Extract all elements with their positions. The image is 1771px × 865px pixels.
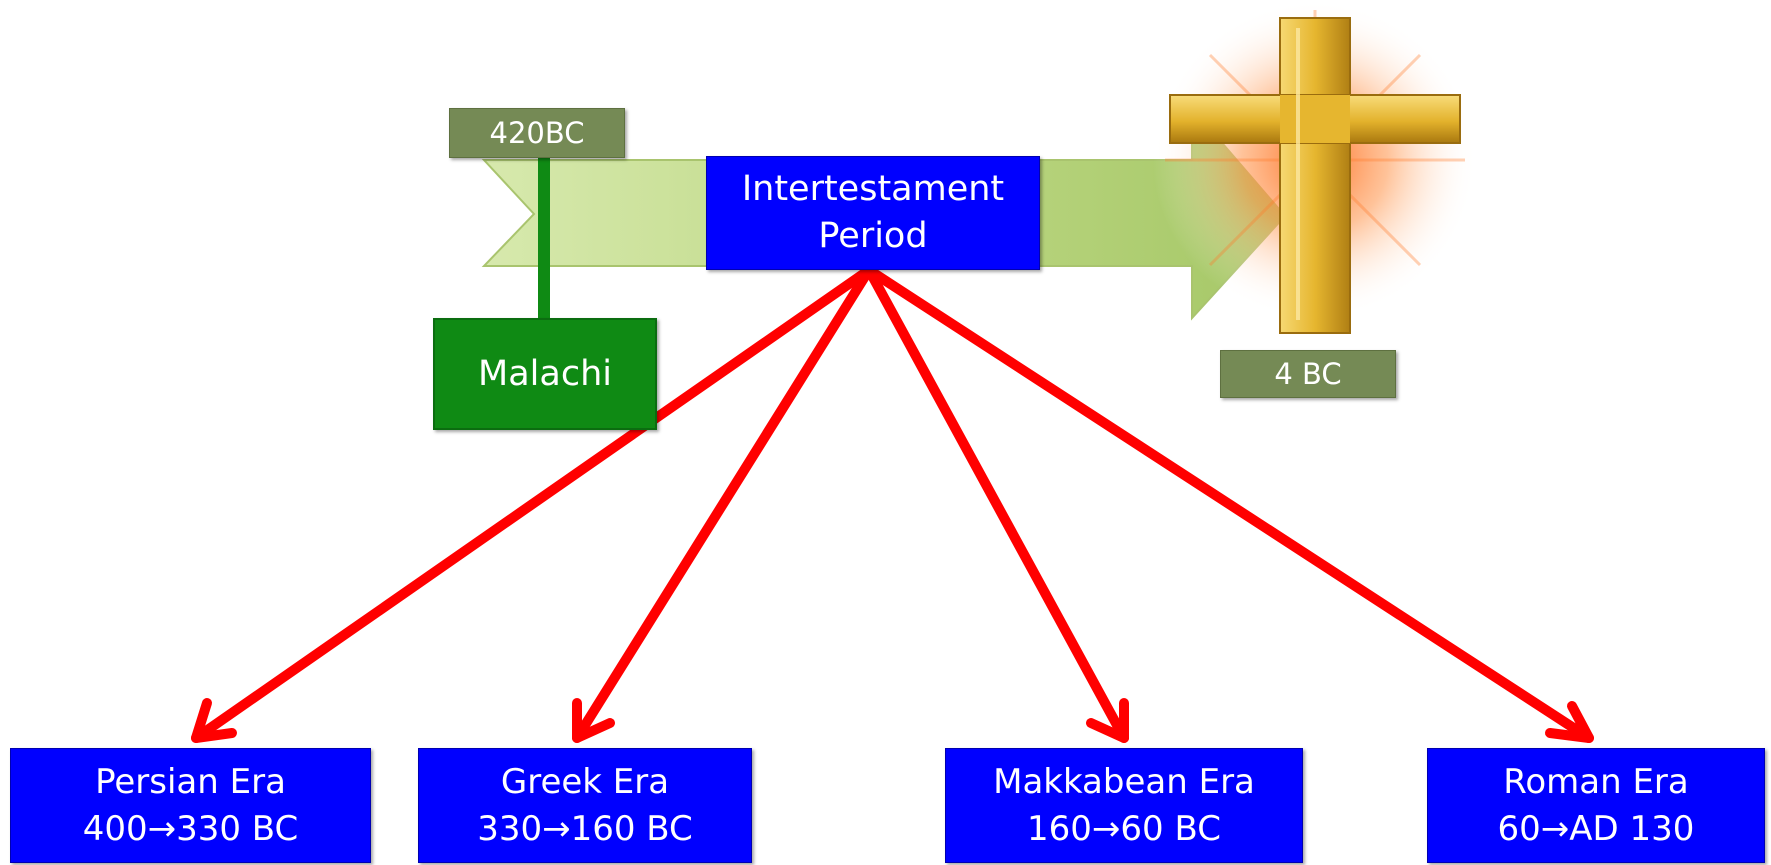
end-date-text: 4 BC: [1274, 357, 1342, 391]
connector-persian: [191, 265, 874, 743]
period-box: Intertestament Period: [706, 156, 1040, 270]
start-date-label: 420BC: [449, 108, 625, 158]
era-box-roman: Roman Era 60→AD 130: [1427, 748, 1765, 863]
era-name: Persian Era: [95, 761, 286, 802]
cross-icon: [1153, 0, 1477, 334]
malachi-stem: [538, 156, 550, 318]
start-date-text: 420BC: [489, 116, 585, 150]
connector-greek-head: [572, 698, 615, 743]
era-range: 400→330 BC: [82, 808, 299, 849]
connector-makkabean: [864, 265, 1129, 743]
connector-makkabean-head: [1086, 698, 1129, 743]
period-line2: Period: [818, 216, 928, 256]
era-box-persian: Persian Era 400→330 BC: [10, 748, 371, 863]
malachi-text: Malachi: [478, 354, 612, 394]
era-name: Greek Era: [500, 761, 670, 802]
era-range: 330→160 BC: [477, 808, 693, 849]
era-name: Makkabean Era: [993, 761, 1255, 802]
malachi-box: Malachi: [433, 318, 657, 430]
connector-roman-head: [1545, 701, 1594, 743]
era-box-makkabean: Makkabean Era 160→60 BC: [945, 748, 1303, 863]
connector-roman: [864, 265, 1594, 743]
connector-greek: [572, 265, 874, 743]
period-line1: Intertestament: [741, 169, 1005, 210]
era-name: Roman Era: [1503, 761, 1689, 802]
connector-persian-head: [191, 698, 237, 743]
era-range: 60→AD 130: [1497, 808, 1695, 849]
era-box-greek: Greek Era 330→160 BC: [418, 748, 752, 863]
era-range: 160→60 BC: [1027, 808, 1221, 849]
connector-arrows: [191, 265, 1594, 743]
end-date-label: 4 BC: [1220, 350, 1396, 398]
